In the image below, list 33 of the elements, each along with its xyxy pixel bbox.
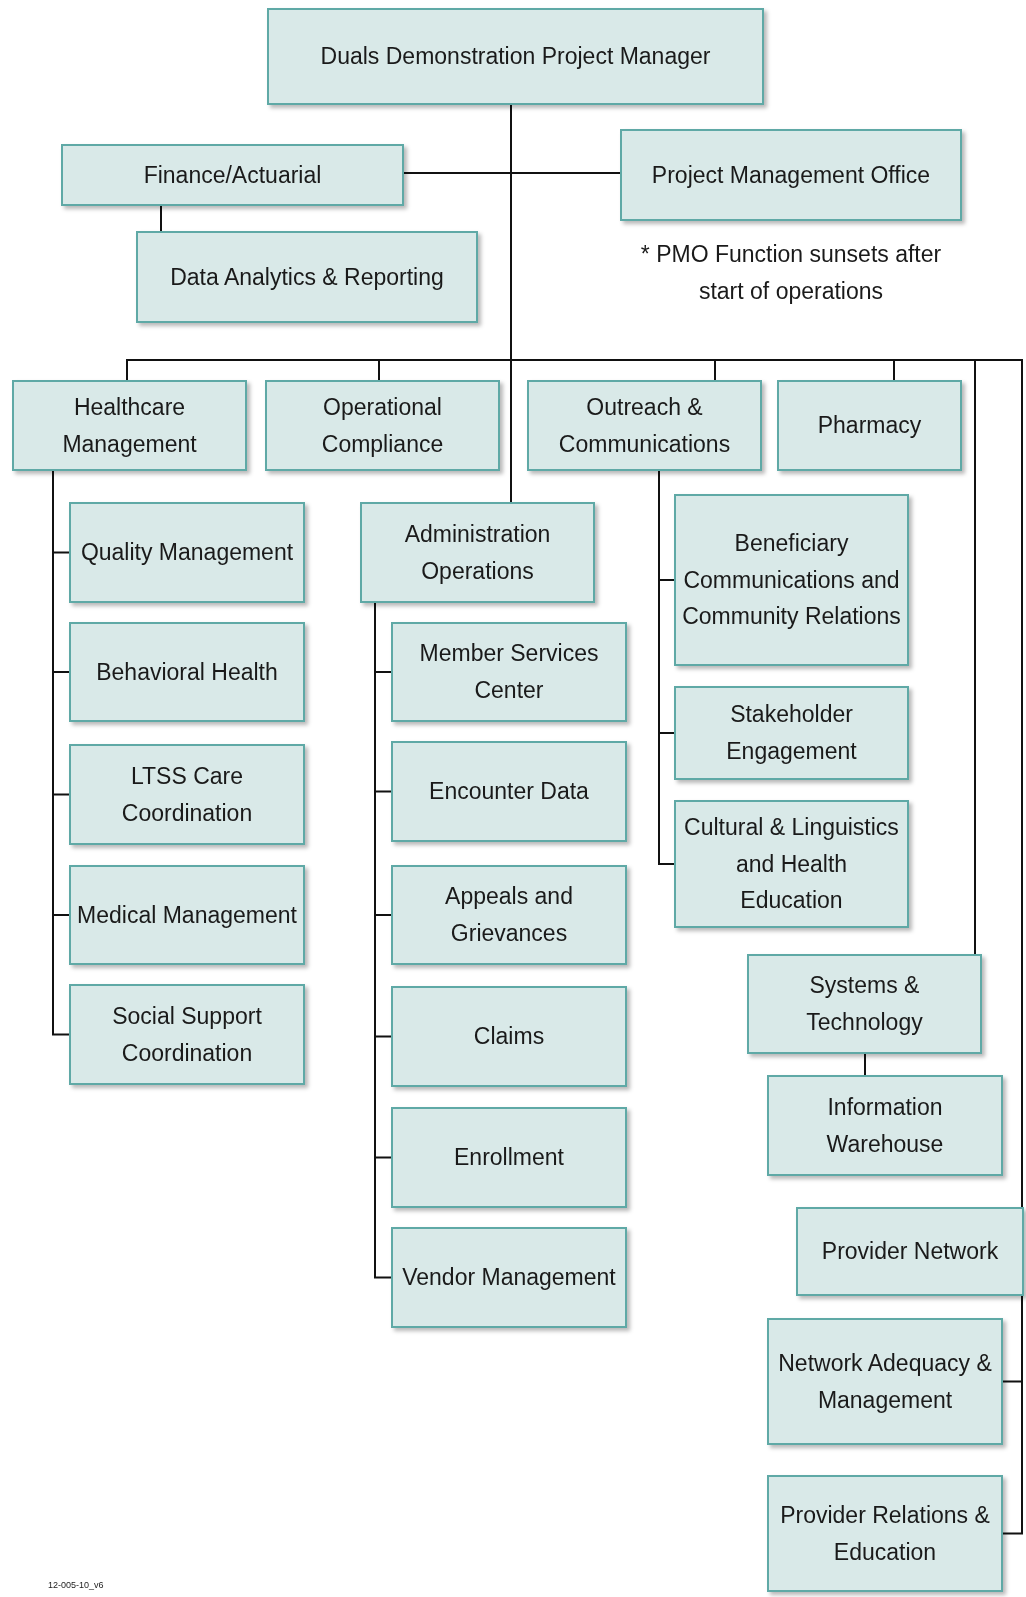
org-box: Finance/Actuarial (61, 144, 404, 206)
org-box: Medical Management (69, 865, 305, 965)
org-box: Claims (391, 986, 627, 1087)
org-box: Pharmacy (777, 380, 962, 471)
org-box: Behavioral Health (69, 622, 305, 722)
org-box: Provider Relations & Education (767, 1475, 1003, 1592)
org-box: Enrollment (391, 1107, 627, 1208)
org-box: Vendor Management (391, 1227, 627, 1328)
connector-line (1002, 1295, 1023, 1535)
org-box: Member Services Center (391, 622, 627, 722)
org-box: Beneficiary Communications and Community Relations (674, 494, 909, 666)
org-box: Quality Management (69, 502, 305, 603)
org-box: Duals Demonstration Project Manager (267, 8, 764, 105)
org-box: Encounter Data (391, 741, 627, 842)
org-box: Systems & Technology (747, 954, 982, 1054)
org-box: Project Management Office (620, 129, 962, 221)
org-box: Healthcare Management (12, 380, 247, 471)
org-box: Cultural & Linguistics and Health Education (674, 800, 909, 928)
org-box: Operational Compliance (265, 380, 500, 471)
note-text: * PMO Function sunsets after start of operations (639, 240, 943, 306)
org-box: Appeals and Grievances (391, 865, 627, 965)
org-box: Outreach & Communications (527, 380, 762, 471)
org-box: Network Adequacy & Management (767, 1318, 1003, 1445)
org-box: Social Support Coordination (69, 984, 305, 1085)
connector-line (864, 1053, 866, 1076)
connector-line (160, 205, 162, 232)
org-box: Information Warehouse (767, 1075, 1003, 1176)
document-id: 12-005-10_v6 (48, 1580, 104, 1590)
org-box: Stakeholder Engagement (674, 686, 909, 780)
org-box: Data Analytics & Reporting (136, 231, 478, 323)
org-box: Provider Network (796, 1207, 1024, 1296)
org-box: LTSS Care Coordination (69, 744, 305, 845)
org-box: Administration Operations (360, 502, 595, 603)
